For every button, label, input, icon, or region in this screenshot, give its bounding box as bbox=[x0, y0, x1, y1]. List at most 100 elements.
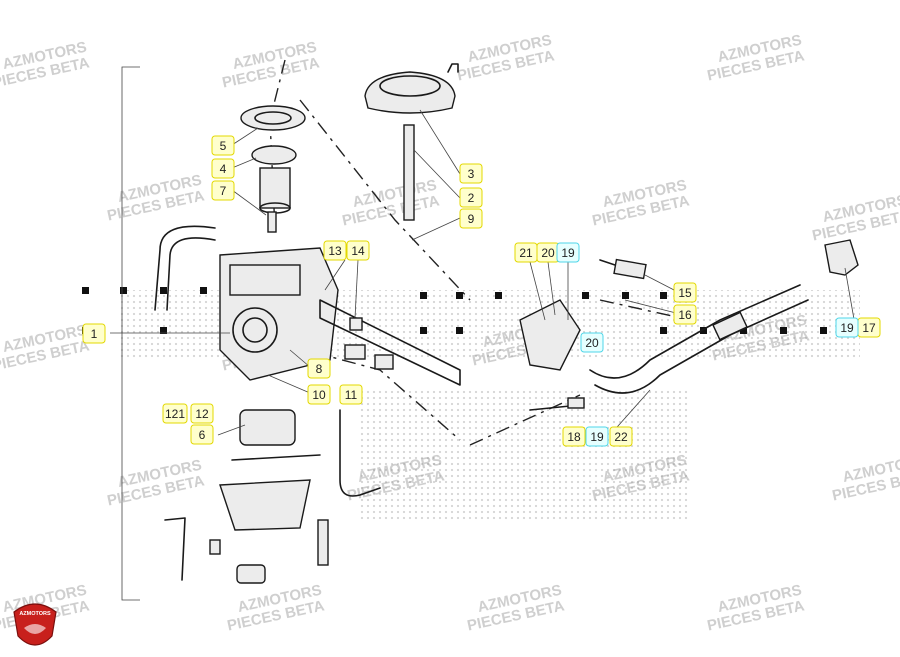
callout-label: 14 bbox=[351, 244, 365, 258]
callout-box bbox=[673, 304, 697, 325]
slide-spring bbox=[240, 105, 306, 233]
callout-22: 22 bbox=[609, 426, 633, 447]
callout-box bbox=[459, 163, 483, 184]
callout-2: 2 bbox=[459, 187, 483, 208]
callout-box bbox=[673, 282, 697, 303]
callout-label: 5 bbox=[220, 139, 227, 153]
callout-box bbox=[82, 323, 106, 344]
callout-label: 6 bbox=[199, 428, 206, 442]
carburetor-body bbox=[219, 247, 461, 386]
callout-13: 13 bbox=[323, 240, 347, 261]
callout-label: 20 bbox=[585, 336, 599, 350]
callout-box bbox=[585, 426, 609, 447]
group-bracket bbox=[121, 66, 140, 601]
callout-4: 4 bbox=[211, 158, 235, 179]
callout-label: 15 bbox=[678, 286, 692, 300]
callout-box bbox=[346, 240, 370, 261]
callout-label: 121 bbox=[165, 407, 185, 421]
callout-box bbox=[211, 158, 235, 179]
callout-box bbox=[459, 187, 483, 208]
float-bowl bbox=[164, 454, 321, 584]
azmotors-logo: AZMOTORS bbox=[13, 603, 57, 646]
callout-label: 3 bbox=[468, 167, 475, 181]
intake-hoses bbox=[519, 239, 859, 411]
callout-label: 2 bbox=[468, 191, 475, 205]
float bbox=[239, 409, 296, 446]
callout-box bbox=[835, 317, 859, 338]
callout-box bbox=[307, 384, 331, 405]
callout-19: 19 bbox=[556, 242, 580, 263]
callout-label: 17 bbox=[862, 321, 876, 335]
callout-15: 15 bbox=[673, 282, 697, 303]
callout-12: 12 bbox=[190, 403, 214, 424]
callout-121: 121 bbox=[162, 403, 188, 424]
callout-box bbox=[556, 242, 580, 263]
callout-1: 1 bbox=[82, 323, 106, 344]
callout-16: 16 bbox=[673, 304, 697, 325]
callout-7: 7 bbox=[211, 180, 235, 201]
callout-3: 3 bbox=[459, 163, 483, 184]
callout-box bbox=[562, 426, 586, 447]
callout-label: 4 bbox=[220, 162, 227, 176]
callout-label: 8 bbox=[316, 362, 323, 376]
overflow-hose bbox=[154, 225, 216, 311]
callout-label: 13 bbox=[328, 244, 342, 258]
callout-label: 19 bbox=[840, 321, 854, 335]
vacuum-chamber-cover bbox=[364, 63, 459, 221]
callout-label: 22 bbox=[614, 430, 628, 444]
callout-label: 18 bbox=[567, 430, 581, 444]
callout-19: 19 bbox=[585, 426, 609, 447]
logo-text: AZMOTORS bbox=[19, 611, 51, 617]
callout-17: 17 bbox=[857, 317, 881, 338]
callout-box bbox=[323, 240, 347, 261]
callout-9: 9 bbox=[459, 208, 483, 229]
callout-label: 16 bbox=[678, 308, 692, 322]
callout-19: 19 bbox=[835, 317, 859, 338]
callout-11: 11 bbox=[339, 384, 363, 405]
drain-tube bbox=[317, 409, 381, 566]
callout-label: 9 bbox=[468, 212, 475, 226]
callout-box bbox=[339, 384, 363, 405]
callout-label: 1 bbox=[91, 327, 98, 341]
callout-label: 11 bbox=[345, 388, 358, 402]
callout-label: 12 bbox=[195, 407, 209, 421]
callout-label: 10 bbox=[312, 388, 326, 402]
callout-box bbox=[211, 135, 235, 156]
callout-box bbox=[211, 180, 235, 201]
callout-20: 20 bbox=[580, 332, 604, 353]
callout-20: 20 bbox=[536, 242, 560, 263]
callout-10: 10 bbox=[307, 384, 331, 405]
callout-box bbox=[609, 426, 633, 447]
callout-box bbox=[459, 208, 483, 229]
callout-label: 7 bbox=[220, 184, 227, 198]
leader-lines bbox=[110, 109, 856, 436]
callout-21: 21 bbox=[514, 242, 538, 263]
callout-label: 19 bbox=[590, 430, 604, 444]
callout-18: 18 bbox=[562, 426, 586, 447]
callout-box bbox=[190, 424, 214, 445]
callout-box bbox=[307, 358, 331, 379]
callout-label: 20 bbox=[541, 246, 555, 260]
callout-label: 21 bbox=[519, 246, 533, 260]
callout-8: 8 bbox=[307, 358, 331, 379]
callout-label: 19 bbox=[561, 246, 575, 260]
callout-5: 5 bbox=[211, 135, 235, 156]
callout-box bbox=[162, 403, 188, 424]
callout-box bbox=[580, 332, 604, 353]
